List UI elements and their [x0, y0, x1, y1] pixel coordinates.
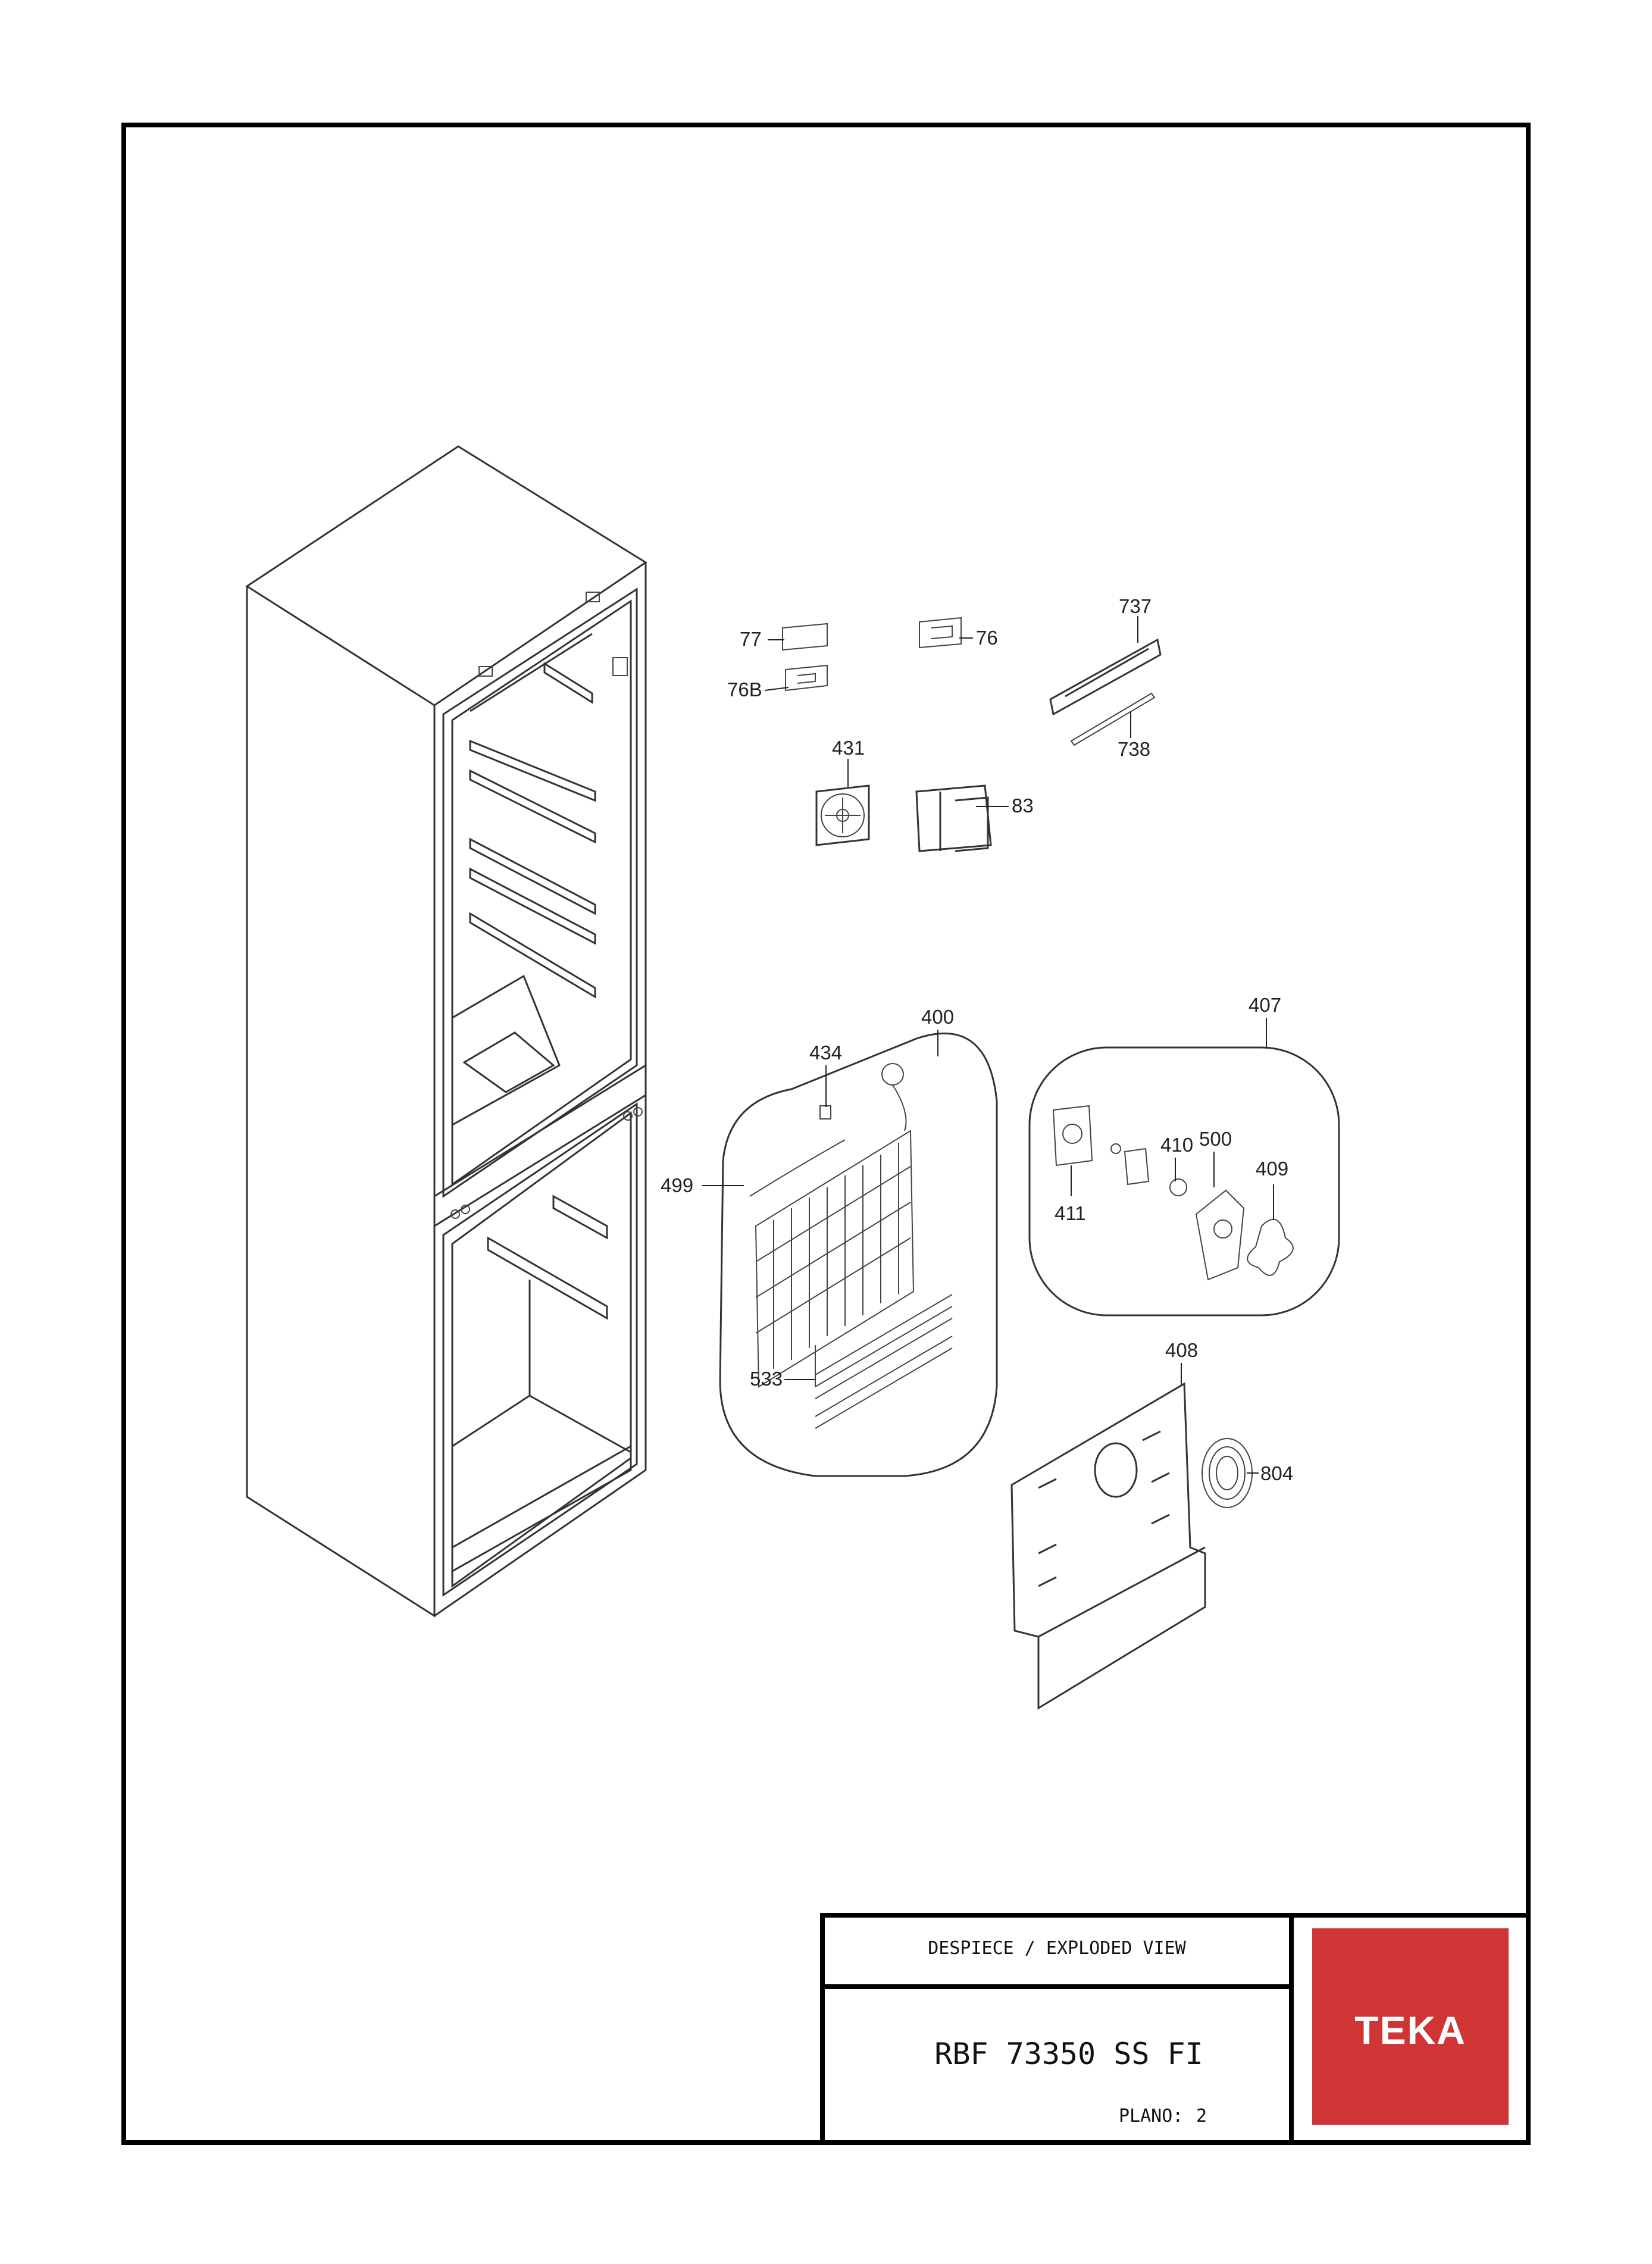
callout-499: 499 [661, 1174, 693, 1196]
part-400-evaporator [749, 1063, 915, 1388]
part-409-fan-blade [1247, 1218, 1294, 1276]
part-737-light-cover [1049, 638, 1162, 716]
callout-500: 500 [1199, 1128, 1232, 1150]
part-76b-bracket [785, 664, 828, 692]
callout-407: 407 [1249, 994, 1281, 1016]
callout-737: 737 [1119, 595, 1152, 617]
part-804-fan-guard [1202, 1438, 1253, 1508]
part-500-motor-support [1195, 1189, 1245, 1281]
part-411-motor-bracket [1052, 1105, 1093, 1167]
evaporator-group-outline [719, 1033, 998, 1477]
part-431-fan [815, 784, 870, 846]
callout-408: 408 [1165, 1339, 1198, 1361]
title-block-model: RBF 73350 SS FI [934, 2037, 1203, 2071]
callout-434: 434 [809, 1042, 842, 1064]
brand-logo-text: TEKA [1354, 2008, 1466, 2052]
title-block-header: DESPIECE / EXPLODED VIEW [928, 1938, 1186, 1959]
callout-738: 738 [1118, 738, 1150, 760]
part-410-fan-motor [1110, 1143, 1187, 1196]
part-76-bracket [919, 617, 962, 649]
part-533-defrost-heater [815, 1294, 953, 1429]
brand-logo: TEKA [1312, 1928, 1509, 2125]
callout-83: 83 [1012, 795, 1034, 817]
callout-76b: 76B [727, 678, 762, 701]
title-block: DESPIECE / EXPLODED VIEW RBF 73350 SS FI… [820, 1913, 1531, 2145]
callout-77: 77 [740, 628, 762, 650]
fan-motor-group-outline [1028, 1046, 1340, 1317]
fridge-cabinet [245, 445, 647, 1618]
title-block-plan-number: 2 [1196, 2106, 1207, 2127]
callout-400: 400 [921, 1006, 954, 1028]
callout-410: 410 [1160, 1134, 1193, 1156]
part-77-cover [782, 623, 828, 651]
callout-431: 431 [832, 737, 865, 759]
callout-804: 804 [1260, 1462, 1293, 1484]
drawing-frame [121, 123, 1531, 2145]
part-83-housing [915, 784, 992, 852]
callout-76: 76 [976, 627, 998, 649]
part-434-sensor [819, 1105, 831, 1120]
title-block-plan-label: PLANO: [1119, 2106, 1183, 2127]
part-738-light-strip [1070, 692, 1156, 746]
callout-411: 411 [1055, 1202, 1086, 1224]
part-408-back-panel [1010, 1382, 1206, 1710]
callout-533: 533 [750, 1368, 783, 1390]
callout-409: 409 [1256, 1158, 1288, 1180]
